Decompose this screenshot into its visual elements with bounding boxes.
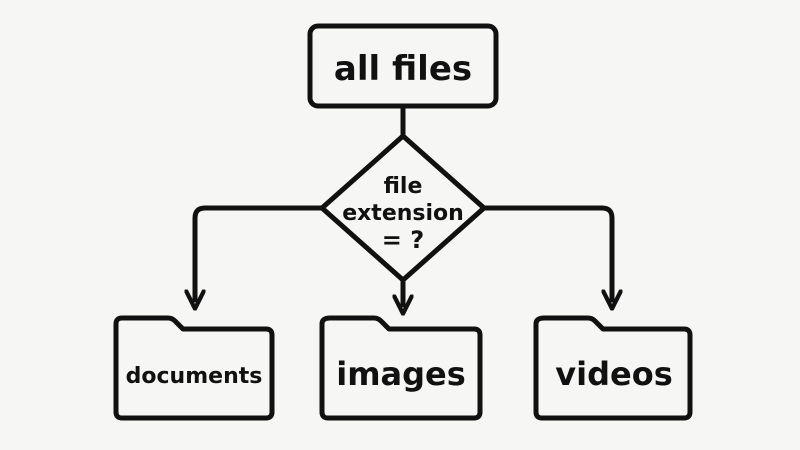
decision-label-line2: extension	[342, 201, 464, 226]
decision-node: file extension = ?	[319, 133, 487, 283]
folder-documents: documents	[113, 315, 275, 421]
folder-videos: videos	[533, 315, 693, 421]
folder-images-label: images	[336, 355, 466, 393]
folder-images-icon	[319, 315, 483, 421]
decision-to-videos-arrow	[479, 205, 612, 300]
root-node-box	[307, 23, 499, 109]
folder-videos-icon	[533, 315, 693, 421]
root-node: all files	[307, 23, 499, 109]
folder-images: images	[319, 315, 483, 421]
root-node-label: all files	[334, 49, 472, 89]
decision-label-line3: = ?	[382, 226, 424, 254]
decision-diamond	[319, 133, 487, 283]
folder-videos-label: videos	[555, 355, 672, 393]
connectors	[195, 103, 612, 305]
folder-documents-label: documents	[126, 364, 263, 389]
folder-documents-icon	[113, 315, 275, 421]
decision-label-line1: file	[384, 174, 423, 199]
decision-to-documents-arrow	[195, 205, 329, 300]
